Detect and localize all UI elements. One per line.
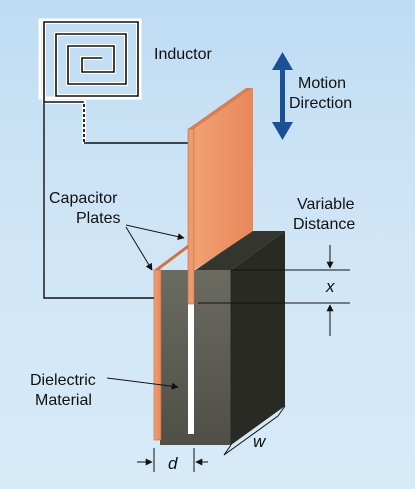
w-dimension-label: w xyxy=(253,432,267,451)
capacitor-leaders xyxy=(125,224,185,271)
capacitor-label-line2: Plates xyxy=(76,210,120,227)
dielectric-block xyxy=(160,230,285,445)
variable-label-line1: Variable xyxy=(297,196,355,213)
d-dimension-label: d xyxy=(168,454,178,473)
moving-capacitor-plate xyxy=(187,88,253,305)
circuit-wires xyxy=(43,102,189,299)
dielectric-label-line2: Material xyxy=(35,392,92,409)
capacitor-label-line1: Capacitor xyxy=(49,190,118,207)
motion-label-line2: Direction xyxy=(289,95,352,112)
distance-dimension xyxy=(198,245,350,336)
inductor-label: Inductor xyxy=(154,46,212,63)
x-dimension-label: x xyxy=(325,277,335,296)
double-arrow-vertical-icon xyxy=(272,52,293,140)
dielectric-leader xyxy=(106,377,179,390)
d-dimension xyxy=(137,448,208,472)
w-dimension xyxy=(223,405,286,456)
inductor-coil xyxy=(38,18,142,144)
dielectric-slot xyxy=(188,304,194,434)
motion-label-line1: Motion xyxy=(298,75,346,92)
variable-label-line2: Distance xyxy=(293,216,355,233)
dielectric-label-line1: Dielectric xyxy=(30,372,96,389)
